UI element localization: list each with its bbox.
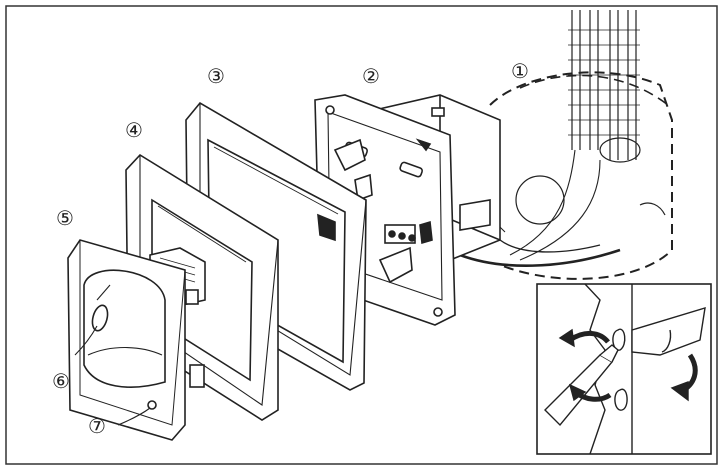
callout-1: ① bbox=[511, 59, 529, 83]
callout-3: ③ bbox=[207, 64, 225, 88]
leader-7 bbox=[117, 407, 151, 426]
callout-5: ⑤ bbox=[56, 206, 74, 230]
leader-6 bbox=[74, 325, 98, 356]
callout-7: ⑦ bbox=[88, 414, 106, 438]
callout-6: ⑥ bbox=[52, 369, 70, 393]
inset-border bbox=[536, 283, 712, 455]
callout-2: ② bbox=[362, 64, 380, 88]
detail-inset bbox=[536, 283, 712, 455]
part-5-cover-knob bbox=[67, 239, 206, 441]
callout-leaders bbox=[74, 325, 151, 426]
callout-4: ④ bbox=[125, 118, 143, 142]
part-1-wall-box bbox=[459, 10, 673, 280]
